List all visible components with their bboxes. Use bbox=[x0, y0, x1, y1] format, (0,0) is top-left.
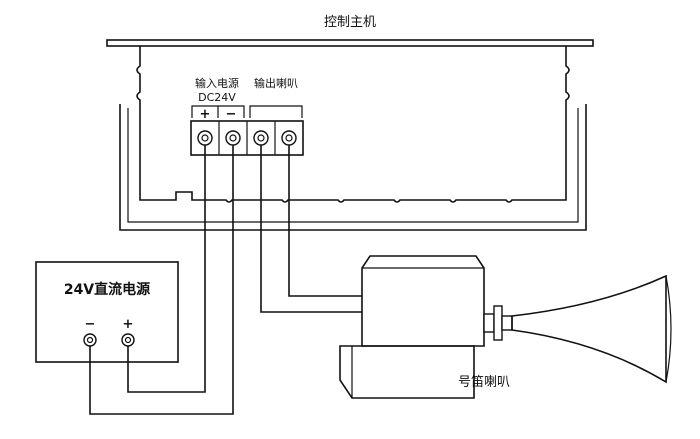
wiring bbox=[89, 145, 362, 415]
horn-bell-rim bbox=[665, 275, 672, 383]
input-power-label: 输入电源 bbox=[195, 76, 239, 90]
input-polarity-bracket bbox=[191, 105, 245, 118]
terminal-input-plus bbox=[197, 130, 213, 146]
power-supply-plus-sign: + bbox=[123, 317, 134, 332]
power-supply-unit: 24V直流电源 − + bbox=[35, 261, 179, 363]
horn-label: 号笛喇叭 bbox=[458, 374, 510, 390]
horn-driver-housing bbox=[361, 255, 485, 347]
wire-horn-1 bbox=[260, 145, 362, 313]
horn-neck-ring bbox=[493, 305, 503, 341]
horn-neck-collar bbox=[483, 313, 495, 333]
controller-minus-sign: − bbox=[226, 107, 237, 122]
power-supply-box bbox=[35, 261, 179, 363]
power-supply-minus-sign: − bbox=[85, 317, 96, 332]
controller-bracket bbox=[119, 104, 587, 231]
terminal-output-2 bbox=[281, 130, 297, 146]
power-supply-terminal-minus bbox=[83, 333, 97, 347]
horn-unit: 号笛喇叭 bbox=[339, 255, 672, 399]
horn-mount-bracket bbox=[339, 345, 475, 399]
controller-chassis bbox=[136, 46, 570, 203]
output-bracket bbox=[249, 105, 303, 118]
output-horn-label: 输出喇叭 bbox=[254, 76, 298, 90]
controller-bracket-inner bbox=[127, 108, 579, 223]
controller-unit: 控制主机 输入电源 DC24V 输出喇叭 + − bbox=[106, 15, 594, 231]
controller-title: 控制主机 bbox=[324, 15, 376, 30]
terminal-output-1 bbox=[253, 130, 269, 146]
wire-positive bbox=[127, 145, 206, 393]
horn-neck-tube bbox=[501, 315, 513, 331]
wire-negative bbox=[89, 145, 234, 415]
power-supply-title: 24V直流电源 bbox=[64, 281, 150, 298]
terminal-input-minus bbox=[225, 130, 241, 146]
input-voltage-label: DC24V bbox=[198, 91, 236, 104]
horn-bell bbox=[511, 274, 667, 384]
wire-horn-2 bbox=[288, 145, 362, 297]
controller-plus-sign: + bbox=[200, 107, 211, 122]
power-supply-terminal-plus bbox=[121, 333, 135, 347]
controller-top-plate bbox=[106, 39, 594, 47]
